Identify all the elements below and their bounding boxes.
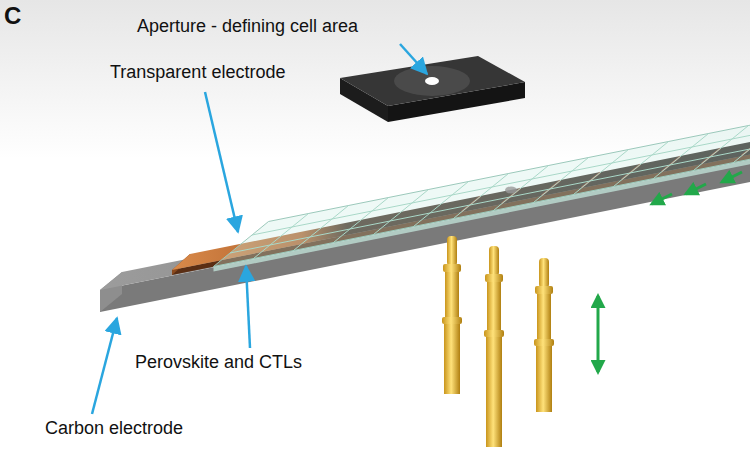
part-label: Aperture - defining cell area xyxy=(137,16,358,38)
part-label: Perovskite and CTLs xyxy=(135,352,302,374)
part-label: Transparent electrode xyxy=(110,62,285,84)
panel-letter: C xyxy=(4,2,21,31)
part-label: Carbon electrode xyxy=(45,418,183,440)
